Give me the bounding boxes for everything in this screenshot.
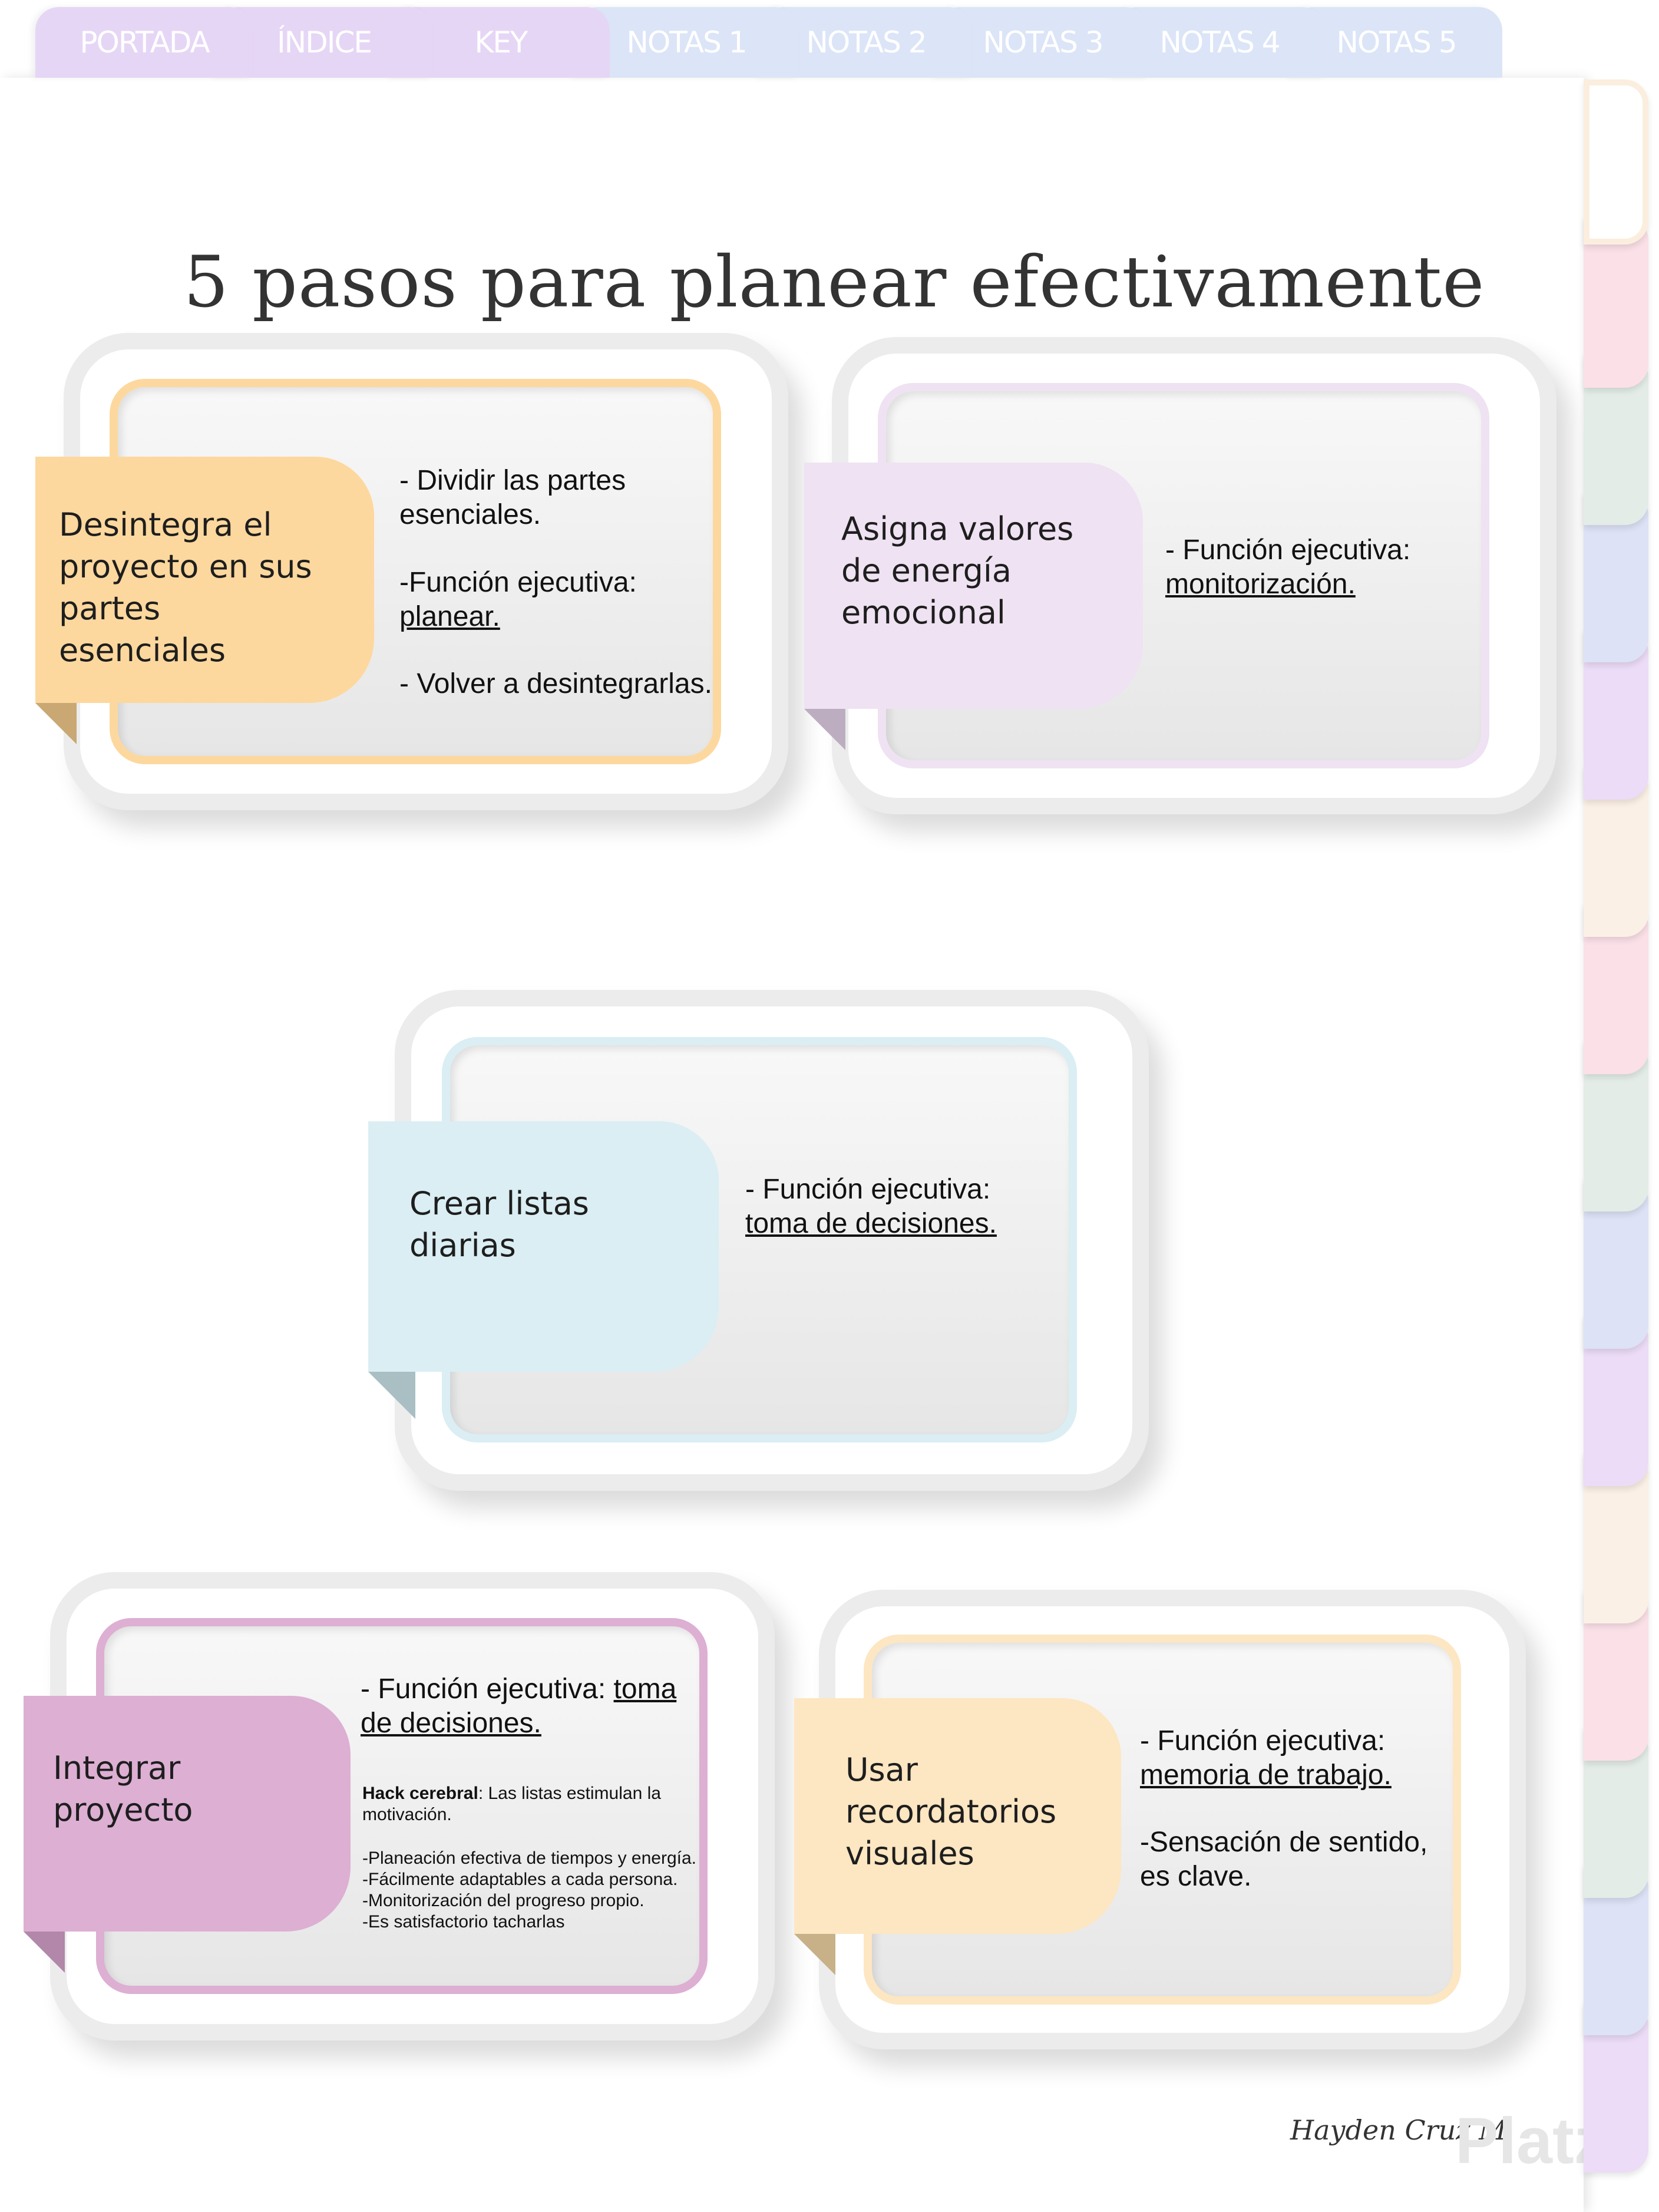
step-2-heading-box: [804, 463, 1143, 709]
page-title: 5 pasos para planear efectivamente: [183, 242, 1485, 324]
step-2-heading: Asigna valores de energía emocional: [841, 510, 1074, 631]
step-4-heading: Integrar proyecto: [53, 1749, 193, 1828]
step-2-line-1: - Función ejecutiva:: [1165, 534, 1411, 566]
hack-text: : Las listas estimulan la motivación.: [362, 1784, 661, 1824]
step-5-heading-box: [794, 1698, 1121, 1934]
step-4-line-1-underlined: toma de decisiones.: [361, 1673, 677, 1739]
author-signature: Hayden Cruz M: [1290, 2114, 1507, 2146]
step-1-line-3: - Volver a desintegrarlas.: [399, 668, 712, 699]
fold: [804, 709, 845, 750]
step-4-hack: Hack cerebral: Las listas estimulan la m…: [362, 1783, 692, 1825]
step-4-line-1-text: - Función ejecutiva:: [361, 1673, 614, 1705]
step-5-heading: Usar recordatorios visuales: [845, 1751, 1057, 1872]
fold: [35, 703, 77, 744]
tab-notas-5[interactable]: NOTAS 5: [1290, 7, 1502, 78]
step-3-line-1-underlined: toma de decisiones.: [745, 1208, 997, 1239]
tab-notas-1[interactable]: NOTAS 1: [574, 7, 798, 78]
step-1-heading-box: [35, 457, 374, 703]
step-1-line-1: - Dividir las partes esenciales.: [399, 465, 626, 530]
side-tab[interactable]: [1584, 80, 1648, 245]
step-3-heading-box: [368, 1121, 719, 1372]
step-2-line-1-underlined: monitorización.: [1165, 569, 1356, 600]
card-panel: [442, 1037, 1077, 1442]
step-5-line-2: -Sensación de sentido, es clave.: [1140, 1827, 1428, 1892]
step-card-3: [395, 990, 1149, 1491]
side-tab[interactable]: [1584, 217, 1648, 388]
step-5-line-1-underlined: memoria de trabajo.: [1140, 1759, 1392, 1791]
step-4-list: -Planeación efectiva de tiempos y energí…: [362, 1848, 696, 1932]
step-1-heading: Desintegra el proyecto en sus partes ese…: [59, 506, 312, 669]
fold: [24, 1932, 65, 1973]
fold: [368, 1372, 415, 1419]
step-4-line-1: - Función ejecutiva: toma de decisiones.: [361, 1672, 690, 1741]
hack-label: Hack cerebral: [362, 1784, 478, 1803]
step-3-line-1: - Función ejecutiva:: [745, 1174, 991, 1205]
tab-notas-3[interactable]: NOTAS 3: [937, 7, 1149, 78]
step-1-line-2: -Función ejecutiva:: [399, 567, 637, 598]
step-1-line-2-underlined: planear.: [399, 601, 500, 632]
step-5-line-1: - Función ejecutiva:: [1140, 1725, 1386, 1757]
step-4-heading-box: [24, 1696, 351, 1932]
fold: [794, 1934, 835, 1975]
tab-portada[interactable]: PORTADA: [35, 7, 253, 78]
step-3-heading: Crear listas diarias: [409, 1185, 589, 1264]
tab-notas-4[interactable]: NOTAS 4: [1113, 7, 1326, 78]
